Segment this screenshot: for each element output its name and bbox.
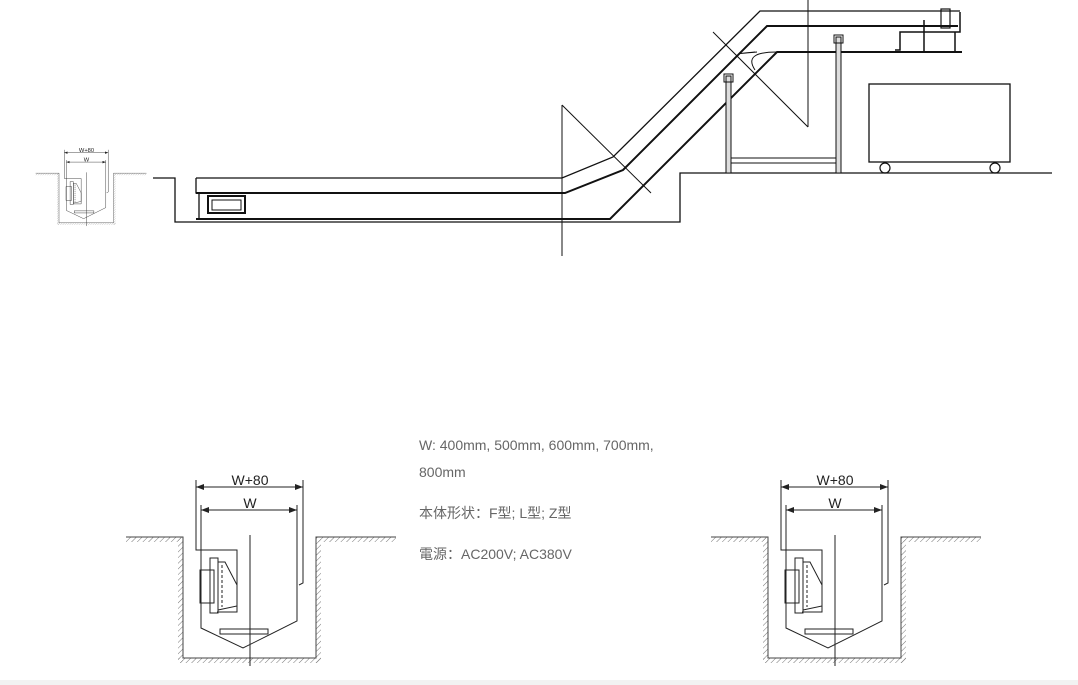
cross-section-small: W+80 W bbox=[36, 148, 147, 226]
dim-inner-label: W bbox=[243, 495, 257, 511]
spec-list: W: 400mm, 500mm, 600mm, 700mm, 800mm 本体形… bbox=[419, 432, 719, 568]
dim-inner-label: W bbox=[828, 495, 842, 511]
cross-section-right: W+80 W bbox=[711, 472, 981, 666]
conveyor-elevation bbox=[153, 0, 1052, 256]
spec-body-shape: 本体形状：F型; L型; Z型 bbox=[419, 505, 572, 521]
spec-width-line1: W: 400mm, 500mm, 600mm, 700mm, bbox=[419, 437, 654, 453]
spec-power: 電源：AC200V; AC380V bbox=[419, 546, 572, 562]
dim-outer-label: W+80 bbox=[817, 472, 854, 488]
footer-band bbox=[0, 680, 1078, 685]
dim-outer-label: W+80 bbox=[79, 148, 94, 154]
dim-outer-label: W+80 bbox=[232, 472, 269, 488]
spec-width-line2: 800mm bbox=[419, 464, 466, 480]
cross-section-left: W+80 W bbox=[126, 472, 396, 666]
dim-inner-label: W bbox=[84, 157, 90, 163]
